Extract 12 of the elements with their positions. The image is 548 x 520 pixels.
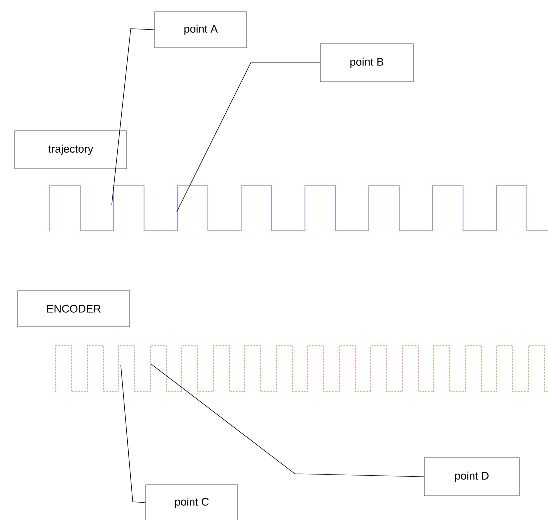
label-box: point C bbox=[146, 484, 238, 520]
leader-line bbox=[176, 62, 320, 212]
leader-line bbox=[112, 28, 155, 206]
leader-line bbox=[120, 364, 146, 504]
waveform-drawing bbox=[50, 186, 548, 232]
label-box: point A bbox=[154, 12, 248, 48]
label-box: trajectory bbox=[14, 130, 128, 170]
waveform-drawing bbox=[56, 346, 548, 392]
leader-line bbox=[150, 364, 424, 478]
label-box: point D bbox=[424, 458, 520, 496]
label-box: point B bbox=[320, 44, 414, 82]
label-box: ENCODER bbox=[18, 290, 130, 328]
